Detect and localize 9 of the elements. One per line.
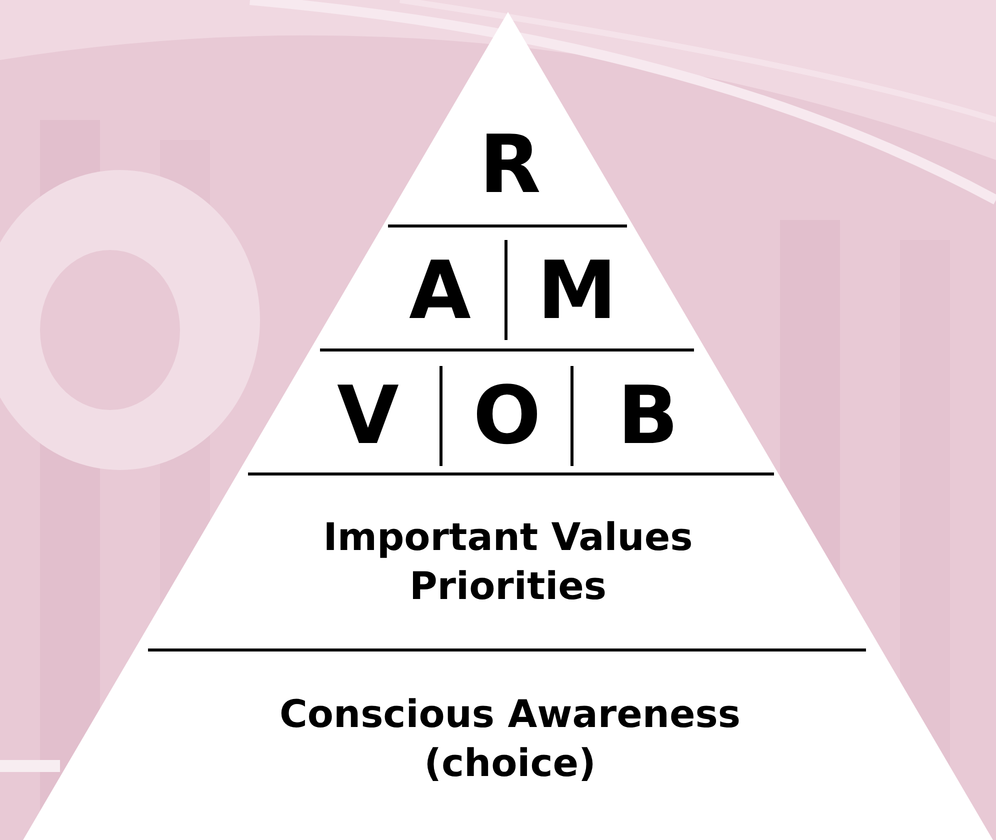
pyramid-letter: B <box>618 376 678 456</box>
pyramid-text: Priorities <box>409 563 607 610</box>
pyramid-text: Conscious Awareness (choice) <box>278 690 742 787</box>
pyramid-letter: M <box>537 251 617 331</box>
pyramid-text: Important Values <box>323 514 693 561</box>
pyramid-letter: O <box>472 376 541 456</box>
pyramid-letter: R <box>479 125 541 205</box>
pyramid-letter: V <box>337 376 399 456</box>
pyramid-letter: A <box>409 251 471 331</box>
